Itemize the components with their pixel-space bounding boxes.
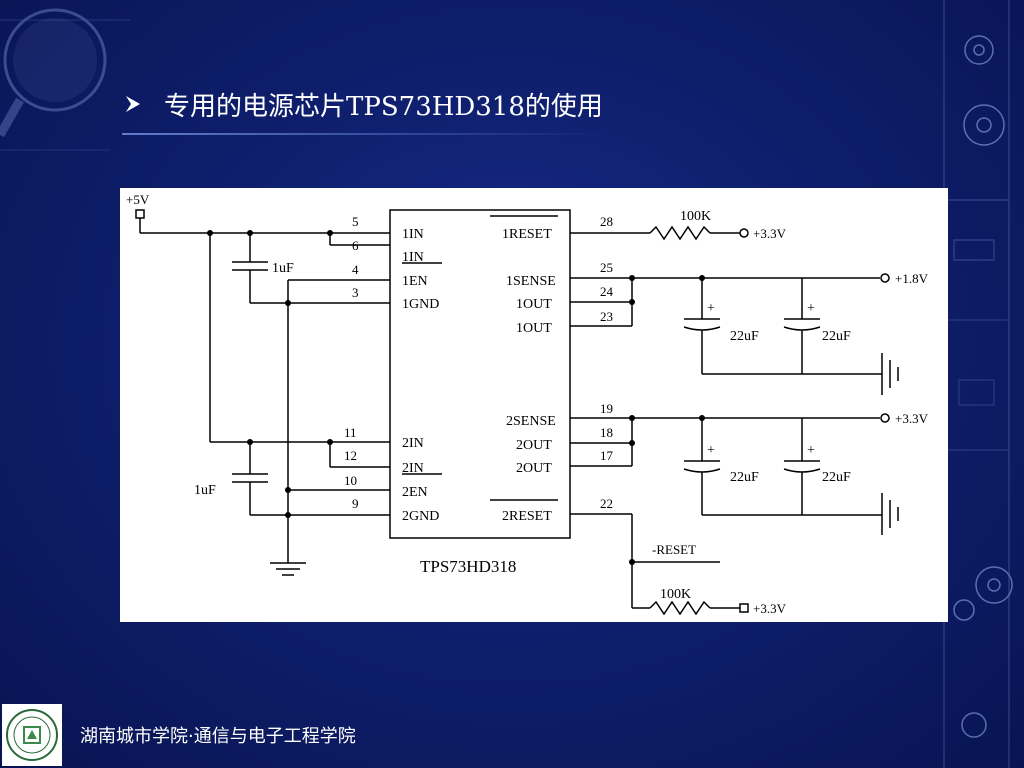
slide-title-row: 专用的电源芯片TPS73HD318的使用 bbox=[122, 84, 603, 124]
pin-num-10: 10 bbox=[344, 473, 357, 488]
decorative-magnifier-graphic bbox=[0, 8, 130, 151]
pin-num-25: 25 bbox=[600, 260, 613, 275]
pin-name-1in-a: 1IN bbox=[402, 227, 424, 242]
pin-name-2reset: 2RESET bbox=[502, 509, 552, 524]
pin-name-2out-a: 2OUT bbox=[516, 438, 552, 453]
pin-name-1en: 1EN bbox=[402, 274, 428, 289]
reset-label: -RESET bbox=[652, 542, 696, 557]
title-underline bbox=[122, 133, 602, 135]
resistor-top-label: 100K bbox=[680, 209, 711, 224]
pin-num-11: 11 bbox=[344, 425, 357, 440]
pin-num-17: 17 bbox=[600, 448, 614, 463]
cap-1uf-top-label: 1uF bbox=[272, 261, 294, 276]
cap-plus-2: + bbox=[807, 301, 815, 316]
pin-num-23: 23 bbox=[600, 309, 613, 324]
cap-plus-3: + bbox=[707, 443, 715, 458]
pin-name-1out-a: 1OUT bbox=[516, 297, 552, 312]
pin-name-2gnd: 2GND bbox=[402, 509, 439, 524]
pin-name-2en: 2EN bbox=[402, 485, 428, 500]
pin-name-2in-b: 2IN bbox=[402, 461, 424, 476]
pin-num-3: 3 bbox=[352, 285, 359, 300]
footer-institution: 湖南城市学院·通信与电子工程学院 bbox=[80, 726, 356, 747]
pin-num-18: 18 bbox=[600, 425, 613, 440]
cap-22uf-label-2: 22uF bbox=[822, 329, 851, 344]
out-reset2-label: +3.3V bbox=[753, 601, 787, 616]
pin-name-1out-b: 1OUT bbox=[516, 321, 552, 336]
cap-1uf-bottom-label: 1uF bbox=[194, 483, 216, 498]
pin-num-12: 12 bbox=[344, 448, 357, 463]
pin-num-9: 9 bbox=[352, 496, 359, 511]
pin-name-2in-a: 2IN bbox=[402, 436, 424, 451]
pin-num-6: 6 bbox=[352, 238, 359, 253]
cap-22uf-label-3: 22uF bbox=[730, 470, 759, 485]
arrow-bullet-icon bbox=[126, 96, 140, 112]
supply-in-label: +5V bbox=[126, 192, 150, 207]
resistor-bottom-label: 100K bbox=[660, 587, 691, 602]
pin-name-1sense: 1SENSE bbox=[506, 274, 556, 289]
cap-22uf-label-4: 22uF bbox=[822, 470, 851, 485]
pin-name-2out-b: 2OUT bbox=[516, 461, 552, 476]
chip-name: TPS73HD318 bbox=[420, 557, 516, 576]
university-logo-icon bbox=[6, 709, 58, 761]
cap-plus-1: + bbox=[707, 301, 715, 316]
pin-name-2sense: 2SENSE bbox=[506, 414, 556, 429]
pin-num-19: 19 bbox=[600, 401, 613, 416]
out-reset1-label: +3.3V bbox=[753, 226, 787, 241]
pin-num-5: 5 bbox=[352, 214, 359, 229]
pin-num-4: 4 bbox=[352, 262, 359, 277]
out-18v-label: +1.8V bbox=[895, 271, 929, 286]
cap-22uf-label-1: 22uF bbox=[730, 329, 759, 344]
pin-num-22: 22 bbox=[600, 496, 613, 511]
pin-name-1gnd: 1GND bbox=[402, 297, 439, 312]
tps73hd318-schematic: +5V 5 6 4 3 11 12 10 9 1IN 1IN 1EN 1GND … bbox=[126, 192, 929, 616]
pin-num-24: 24 bbox=[600, 284, 614, 299]
university-logo bbox=[2, 704, 62, 766]
pin-num-28: 28 bbox=[600, 214, 613, 229]
schematic-figure: +5V 5 6 4 3 11 12 10 9 1IN 1IN 1EN 1GND … bbox=[120, 188, 948, 622]
cap-plus-4: + bbox=[807, 443, 815, 458]
slide-title: 专用的电源芯片TPS73HD318的使用 bbox=[164, 91, 603, 122]
pin-name-1in-b: 1IN bbox=[402, 250, 424, 265]
out-33v-label: +3.3V bbox=[895, 411, 929, 426]
pin-name-1reset: 1RESET bbox=[502, 227, 552, 242]
